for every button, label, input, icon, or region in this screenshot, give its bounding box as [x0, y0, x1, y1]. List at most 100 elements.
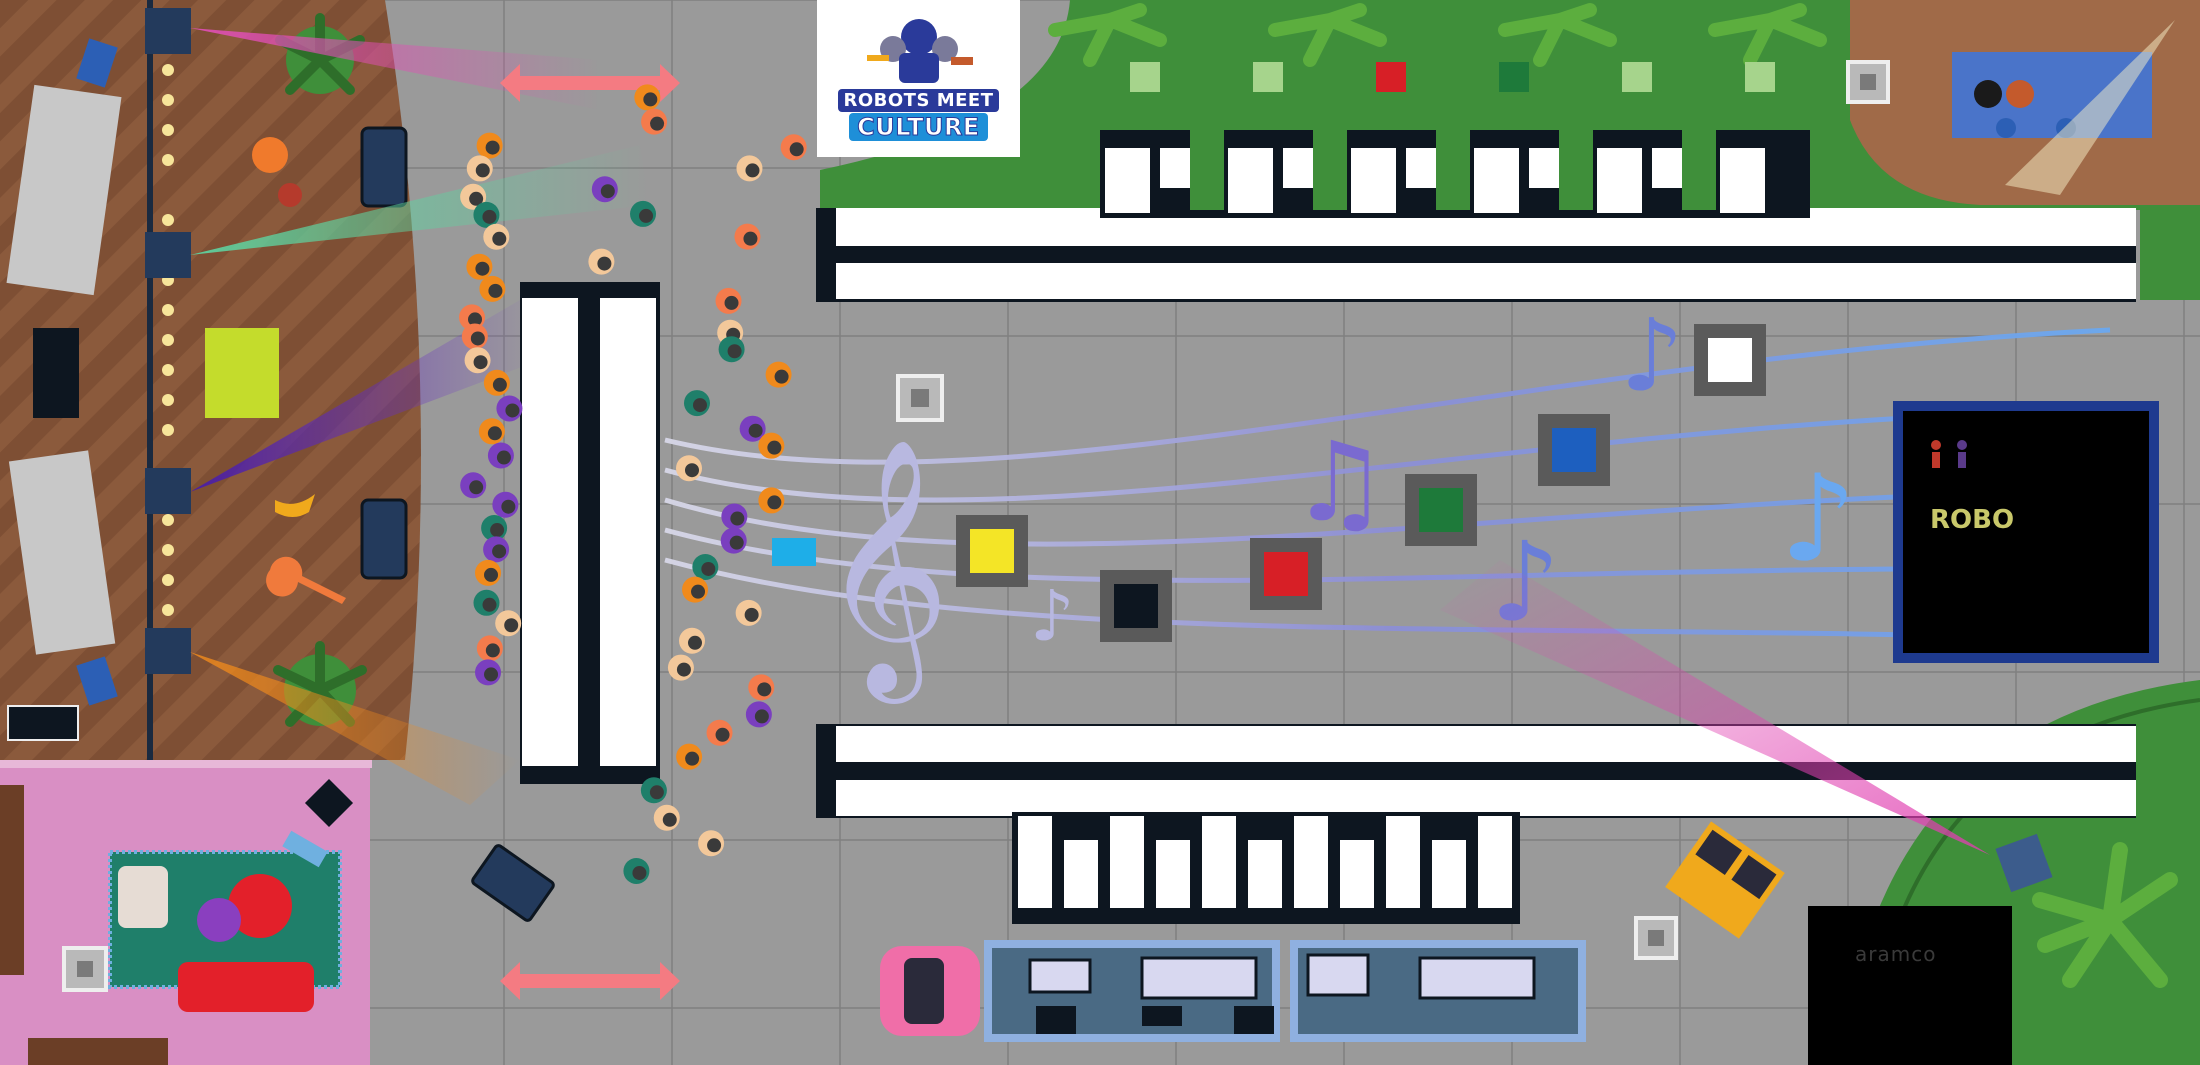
audience-figure	[481, 515, 508, 542]
note-square-black[interactable]	[1100, 570, 1172, 642]
audience-figure	[735, 599, 762, 626]
audience-figure	[667, 654, 694, 681]
spotlight	[1995, 833, 2053, 893]
spotlight	[145, 8, 191, 54]
deck-case	[76, 38, 118, 88]
spotlight	[145, 628, 191, 674]
blue-marker[interactable]	[772, 538, 816, 566]
palm-tree-icon	[1048, 3, 1167, 67]
audience-figure	[476, 635, 503, 662]
light-beam-pink	[190, 28, 600, 110]
mat-square	[205, 328, 279, 418]
hedge-square[interactable]	[1745, 62, 1775, 92]
audience-figure	[466, 155, 493, 182]
audience-figure	[739, 415, 766, 442]
palm-tree-icon	[2032, 842, 2178, 988]
deck-keyboard-case	[7, 705, 79, 741]
note-square-red[interactable]	[1250, 538, 1322, 610]
drum-icon	[278, 183, 302, 207]
note-square-green[interactable]	[1405, 474, 1477, 546]
audience-figure	[466, 253, 493, 280]
palm-tree-icon	[1708, 3, 1827, 67]
audience-figure	[464, 347, 491, 374]
hedge-square[interactable]	[1253, 62, 1283, 92]
armchair	[118, 866, 168, 928]
event-logo: ROBOTS MEET CULTURE	[817, 0, 1020, 157]
audience-figure	[653, 804, 680, 831]
top-crenellation-grass	[1190, 130, 1716, 210]
audience-figure	[496, 395, 523, 422]
music-staff	[664, 327, 2111, 643]
note-square-blue[interactable]	[1538, 414, 1610, 486]
deck-case	[76, 656, 118, 706]
lounge-cabinet	[0, 785, 24, 975]
stage-screen-text: ROBO	[1930, 505, 2015, 535]
vertical-lane-white	[600, 298, 656, 766]
dj-pad-inner	[1860, 74, 1876, 90]
light-beam-magenta	[1440, 560, 1990, 855]
truck[interactable]	[880, 940, 1586, 1042]
drum-icon	[252, 137, 288, 173]
audience-figure	[459, 304, 486, 331]
audience-figure	[483, 536, 510, 563]
arrow-icon	[500, 962, 680, 1000]
note-square-yellow[interactable]	[956, 515, 1028, 587]
audience-figure	[745, 701, 772, 728]
grey-pad[interactable]	[1634, 916, 1678, 960]
audience-figure	[473, 589, 500, 616]
audience-figure	[460, 472, 487, 499]
note-square-white[interactable]	[1694, 324, 1766, 396]
lounge-cabinet	[28, 1038, 168, 1065]
logo-title-top: ROBOTS MEET	[837, 89, 1000, 112]
audience-figure	[630, 200, 657, 227]
robot-figure-icon	[1931, 440, 1967, 468]
audience-figure	[461, 323, 488, 350]
lounge-pad-inner	[77, 961, 93, 977]
audience-figure	[487, 442, 514, 469]
audience-figure	[479, 275, 506, 302]
bottom-lane-white	[836, 780, 2136, 816]
amp	[360, 126, 408, 208]
deck-speaker	[33, 328, 79, 418]
hedge-square[interactable]	[1376, 62, 1406, 92]
audience-figure	[675, 455, 702, 482]
hedge-square[interactable]	[1622, 62, 1652, 92]
lounge-plant	[304, 778, 354, 828]
case[interactable]	[471, 844, 555, 922]
grey-pad[interactable]	[896, 374, 944, 422]
audience-figure	[588, 248, 615, 275]
audience-figure	[623, 857, 650, 884]
guitar-icon	[266, 556, 346, 604]
sponsor-logo-text: aramco	[1855, 942, 1937, 966]
music-note-icon: ♪	[1780, 450, 1857, 589]
vertical-lane-white	[522, 298, 578, 766]
music-note-icon: ♪	[1620, 297, 1684, 414]
light-beam-teal	[190, 145, 650, 255]
sofa	[178, 962, 314, 1012]
audience-figure	[721, 503, 748, 530]
luggage-cart[interactable]	[1665, 821, 1785, 939]
top-lane-white	[836, 263, 2136, 299]
arrow-icon	[500, 64, 680, 102]
palm-tree-icon	[1268, 3, 1387, 67]
audience-figure	[483, 369, 510, 396]
crowd	[459, 84, 807, 884]
spotlight	[145, 232, 191, 278]
sponsor-board	[1808, 906, 2012, 1065]
string-lights	[162, 34, 174, 646]
audience-figure	[698, 830, 725, 857]
logo-title-bottom: CULTURE	[849, 113, 988, 142]
deck-riser	[8, 450, 116, 655]
audience-figure	[715, 287, 742, 314]
hedge-square[interactable]	[1499, 62, 1529, 92]
bottom-crenellation-fill	[1018, 816, 1512, 908]
light-beam-purple	[190, 300, 540, 492]
hedge-square[interactable]	[1130, 62, 1160, 92]
audience-figure	[475, 659, 502, 686]
robot-band-icon	[866, 19, 973, 83]
turntable-icon	[2006, 80, 2034, 108]
audience-figure	[682, 576, 709, 603]
music-note-icon: ♪	[1030, 575, 1075, 657]
audience-figure	[641, 108, 668, 135]
